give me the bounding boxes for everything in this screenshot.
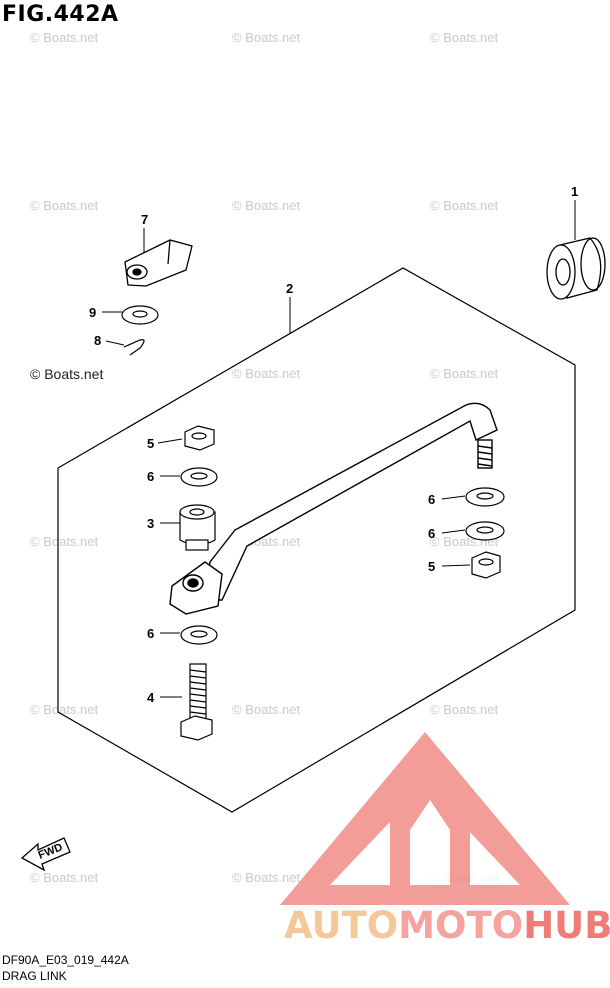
callout-5-right: 5 [428, 559, 436, 574]
assembly-outline [57, 267, 576, 813]
figure-title: FIG.442A [2, 2, 119, 27]
cotter-pin-part-8-icon [123, 339, 145, 356]
callout-2: 2 [286, 281, 294, 296]
brand-part-auto: AUTO [284, 904, 399, 947]
callout-7: 7 [141, 212, 149, 227]
watermark: © Boats.net [430, 30, 499, 45]
bolt-part-4-icon [180, 663, 213, 741]
brand-part-hub: HUB [523, 904, 610, 947]
figure-code: DF90A_E03_019_442A [2, 953, 129, 967]
watermark: © Boats.net [232, 702, 301, 717]
watermark: © Boats.net [30, 534, 99, 549]
callout-1: 1 [571, 184, 579, 199]
spacer-part-3-icon [179, 504, 216, 551]
fwd-arrow-icon [20, 837, 71, 872]
watermark: © Boats.net [232, 366, 301, 381]
nut-part-5-left-icon [184, 425, 215, 451]
watermark: © Boats.net [30, 30, 99, 45]
callout-5-left: 5 [147, 436, 155, 451]
washer-part-6-c-icon [465, 521, 505, 541]
watermark: © Boats.net [430, 198, 499, 213]
watermark-dark: © Boats.net [30, 366, 104, 382]
watermark: © Boats.net [232, 198, 301, 213]
brand-part-moto: MOTO [398, 904, 524, 947]
callout-4: 4 [147, 690, 155, 705]
leader-lines [102, 200, 576, 698]
callout-8: 8 [94, 333, 102, 348]
brand-logo-icon [280, 732, 570, 905]
nut-part-5-right-icon [471, 551, 501, 579]
drag-link-rod-part-2-icon [169, 402, 498, 615]
callout-6-left-top: 6 [147, 469, 155, 484]
watermark: © Boats.net [30, 702, 99, 717]
watermark: © Boats.net [30, 198, 99, 213]
callout-9: 9 [89, 305, 97, 320]
washer-part-6-d-icon [180, 625, 218, 645]
watermark: © Boats.net [430, 366, 499, 381]
bracket-part-7-icon [124, 239, 193, 287]
watermark: © Boats.net [232, 30, 301, 45]
watermark: © Boats.net [232, 870, 301, 885]
figure-name: DRAG LINK [2, 969, 67, 983]
watermark: © Boats.net [430, 702, 499, 717]
brand-wordmark: AUTOMOTOHUB [284, 904, 610, 947]
watermark: © Boats.net [30, 870, 99, 885]
washer-part-9-icon [121, 305, 159, 325]
callout-3: 3 [147, 516, 155, 531]
callout-6-right-top: 6 [428, 492, 436, 507]
callout-6-right-mid: 6 [428, 526, 436, 541]
bushing-part-1-icon [546, 237, 606, 300]
washer-part-6-b-icon [465, 487, 505, 507]
callout-6-left-bottom: 6 [147, 626, 155, 641]
washer-part-6-a-icon [180, 467, 218, 487]
